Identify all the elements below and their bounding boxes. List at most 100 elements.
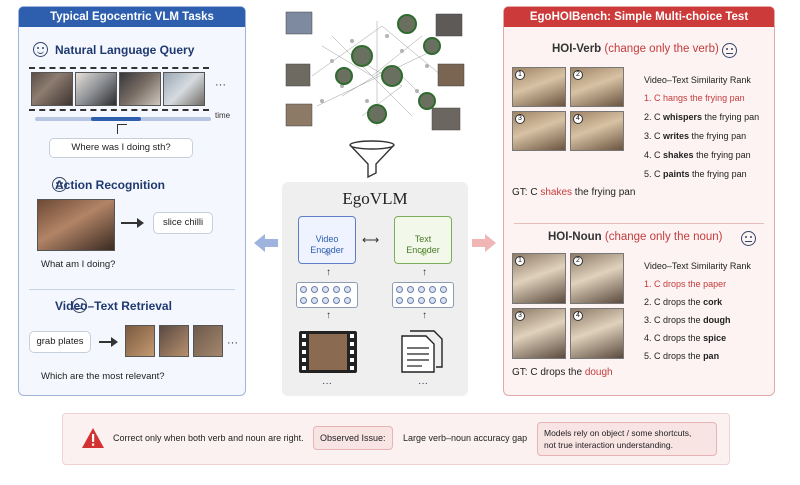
retrieval-frame [125,325,155,357]
video-frame [119,72,161,106]
video-encoder-label: Video Encoder [310,234,344,255]
retrieval-query: grab plates [29,331,91,353]
retrieval-title: Video–Text Retrieval [55,299,172,313]
hoi-noun-label: HOI-Noun [548,231,602,243]
smiley-icon [52,177,68,192]
video-film-icon [298,330,358,374]
query-title: Natural Language Query [55,43,195,57]
hoi-verb-title: HOI-Verb (change only the verb) [552,43,719,55]
noun-rank-item-5: 5. C drops the pan [644,351,720,361]
section-divider [29,289,235,290]
egohoibench-panel: EgoHOIBench: Simple Multi-choice Test HO… [503,6,775,396]
typical-tasks-panel: Typical Egocentric VLM Tasks Natural Lan… [18,6,246,396]
arrow-line [121,222,139,224]
neutral-face-icon [71,298,87,313]
noun-rank-item-3: 3. C drops the dough [644,315,731,325]
video-encoder: Video Encoder [298,216,356,264]
timeline-bar [35,117,211,121]
frame-number: 2 [573,256,583,266]
video-frame [75,72,117,106]
verb-rank-list: 1. C hangs the frying pan 2. C whispers … [644,93,759,188]
action-title: Action Recognition [55,178,165,192]
video-frame [31,72,73,106]
film-strip [29,67,209,111]
retrieval-question: Which are the most relevant? [41,371,165,382]
arrow-head [111,337,118,347]
smiley-icon [33,42,48,57]
arrow-head [137,218,144,228]
observation-bar: Correct only when both verb and noun are… [62,413,730,465]
noun-rank-item-4: 4. C drops the spice [644,333,727,343]
hoi-noun-title: HOI-Noun (change only the noun) [548,231,723,243]
verb-rank-item-1: 1. C hangs the frying pan [644,93,745,103]
noun-rank-item-2: 2. C drops the cork [644,297,723,307]
action-question: What am I doing? [41,259,116,270]
retrieval-frame [193,325,223,357]
frame-number: 2 [573,70,583,80]
video-tokens [296,282,358,308]
arrow-line [99,341,113,343]
conclusion-box: Models rely on object / some shortcuts, … [537,422,717,456]
hoi-verb-label: HOI-Verb [552,43,602,55]
timeline-highlight [91,117,141,121]
verb-image-grid: 1 2 3 4 [512,67,626,151]
noun-ground-truth: GT: C drops the dough [512,367,613,378]
verb-frame-1: 1 [512,67,566,107]
retrieval-frame [159,325,189,357]
verb-frame-3: 3 [512,111,566,151]
verb-rank-item-5: 5. C paints the frying pan [644,169,747,179]
hoi-verb-note: (change only the verb) [604,43,719,55]
video-frame [163,72,205,106]
noun-image-grid: 1 2 3 4 [512,253,626,359]
verb-rank-item-3: 3. C writes the frying pan [644,131,747,141]
noun-rank-item-1: 1. C drops the paper [644,279,727,289]
warning-icon [81,427,105,449]
verb-rank-title: Video–Text Similarity Rank [644,75,751,85]
frame-number: 1 [515,70,525,80]
funnel-icon [347,140,397,180]
snowflake-icon: ❄ [324,248,332,258]
text-document-icon [400,330,448,374]
video-cluster-illustration [282,6,468,134]
pointer-arrow [117,124,127,134]
noun-frame-1: 1 [512,253,566,304]
verb-rank-item-2: 2. C whispers the frying pan [644,112,760,122]
issue-text: Large verb–noun accuracy gap [403,433,528,443]
noun-frame-2: 2 [570,253,624,304]
verb-rank-item-4: 4. C shakes the frying pan [644,150,751,160]
text-encoder: Text Encoder [394,216,452,264]
action-video-frame [37,199,115,251]
frame-number: 4 [573,114,583,124]
time-label: time [215,111,231,120]
up-arrow-icon: ↑ [422,267,427,278]
frame-number: 1 [515,256,525,266]
neutral-face-icon [741,231,757,246]
query-ellipsis: ··· [215,79,226,91]
noun-rank-title: Video–Text Similarity Rank [644,261,751,271]
noun-rank-list: 1. C drops the paper 2. C drops the cork… [644,279,731,369]
text-tokens [392,282,454,308]
neutral-face-icon [722,43,737,58]
text-ellipsis: ··· [418,378,428,389]
condition-text: Correct only when both verb and noun are… [113,433,304,443]
frame-number: 3 [515,114,525,124]
verb-frame-2: 2 [570,67,624,107]
frame-number: 4 [573,311,583,321]
observed-issue-label: Observed Issue: [313,426,393,450]
up-arrow-icon: ↑ [326,267,331,278]
hoi-noun-note: (change only the noun) [604,231,723,243]
retrieval-ellipsis: ··· [227,337,238,349]
query-question: Where was I doing sth? [49,138,193,158]
typical-tasks-header: Typical Egocentric VLM Tasks [19,7,245,27]
up-arrow-icon: ↑ [326,310,331,321]
verb-frame-4: 4 [570,111,624,151]
frame-number: 3 [515,311,525,321]
bidirectional-arrow-icon: ⟷ [362,233,380,247]
left-arrow-icon [254,234,278,252]
noun-frame-3: 3 [512,308,566,359]
egovlm-title: EgoVLM [342,189,408,208]
text-encoder-label: Text Encoder [406,234,440,255]
snowflake-icon: ❄ [420,248,428,258]
right-arrow-icon [472,234,496,252]
cluster-graphic [285,11,465,131]
